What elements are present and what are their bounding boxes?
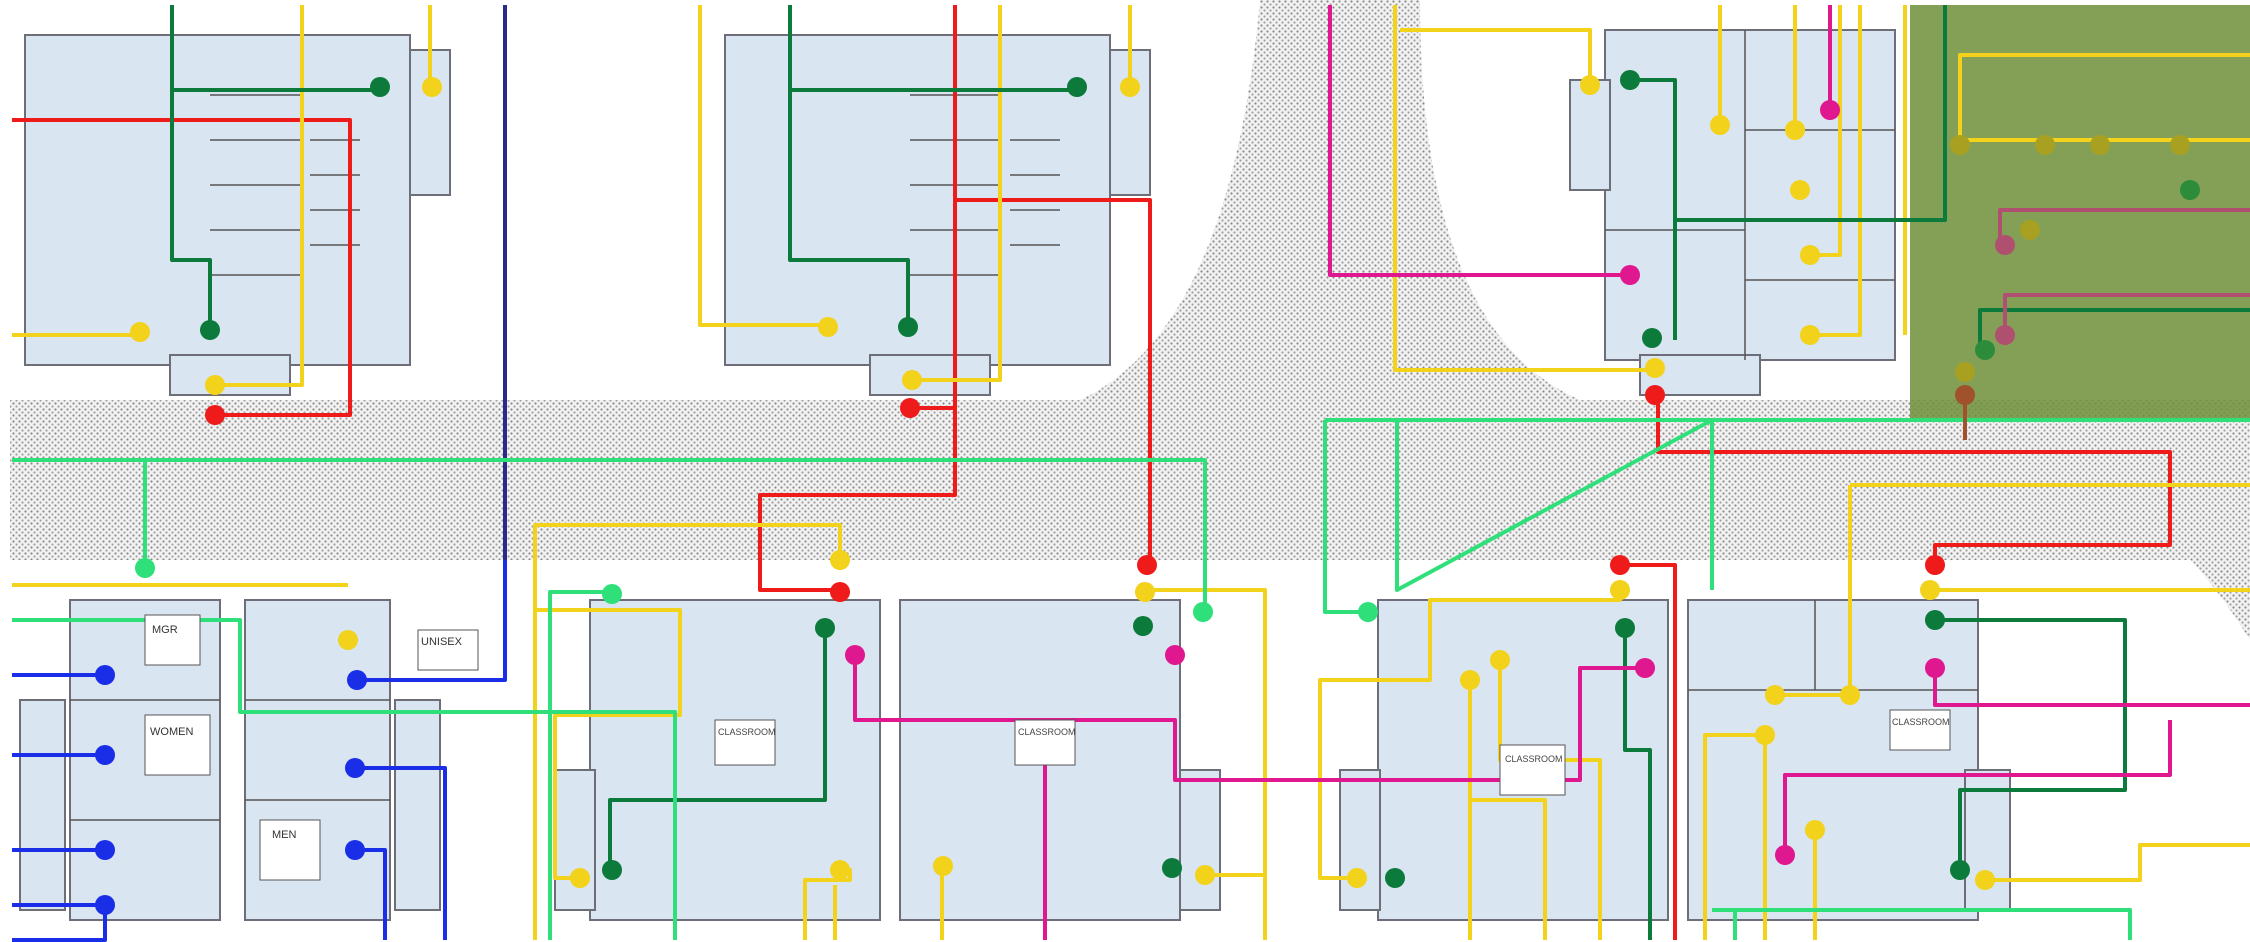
route-nodes xyxy=(95,70,2200,915)
route-yellow-1 xyxy=(215,5,304,387)
route-dark-green-1 xyxy=(170,5,375,330)
route-yellow-23 xyxy=(1775,693,1850,940)
route-magenta-6 xyxy=(1783,720,2172,855)
route-red-2 xyxy=(758,5,957,592)
room-label-women: WOMEN xyxy=(150,726,193,738)
route-yellow-5 xyxy=(698,5,828,327)
route-red-1 xyxy=(12,118,352,417)
route-yellow-24 xyxy=(1985,843,2250,882)
route-light-green-3 xyxy=(548,590,612,940)
route-magenta-3 xyxy=(853,655,1645,782)
route-yellow-7 xyxy=(1393,5,1660,372)
room-label-men: MEN xyxy=(272,829,297,841)
room-label-lab-a: CLASSROOM xyxy=(718,727,776,737)
route-purple-1 xyxy=(1998,208,2250,335)
route-red-6 xyxy=(1620,563,1677,940)
route-yellow-10 xyxy=(1810,5,1907,337)
route-yellow-12 xyxy=(12,523,842,940)
route-light-green-4 xyxy=(1323,418,2250,614)
route-dark-green-6 xyxy=(1935,618,2127,870)
route-light-green-1 xyxy=(12,458,1207,615)
room-label-lab-c: CLASSROOM xyxy=(1505,754,1563,764)
route-dark-green-5 xyxy=(1623,630,1652,940)
route-dark-green-4 xyxy=(608,630,827,870)
route-yellow-19 xyxy=(1468,680,1547,940)
route-red-3 xyxy=(955,198,1152,565)
route-blue-2 xyxy=(12,753,107,942)
route-magenta-1 xyxy=(1328,5,1630,277)
route-yellow-16 xyxy=(940,588,1267,940)
route-yellow-8 xyxy=(1400,28,1592,85)
route-yellow-13 xyxy=(535,608,682,880)
route-yellow-22 xyxy=(1703,733,1767,940)
highlighted-zone xyxy=(1910,5,2250,420)
route-dark-green-7 xyxy=(1978,308,2250,345)
room-labels: MGR WOMEN MEN UNISEX CLASSROOM CLASSROOM… xyxy=(144,614,1951,881)
route-red-4 xyxy=(910,406,957,490)
route-dark-green-2 xyxy=(788,5,1075,325)
route-dark-green-3 xyxy=(1630,5,1947,340)
route-red-5 xyxy=(1656,395,2172,565)
route-blue-1 xyxy=(12,560,507,682)
room-label-lab-d: CLASSROOM xyxy=(1892,717,1950,727)
room-label-unisex: UNISEX xyxy=(421,636,463,648)
room-label-mgr: MGR xyxy=(152,624,178,636)
route-yellow-4 xyxy=(912,5,1002,382)
room-label-lab-b: CLASSROOM xyxy=(1018,727,1076,737)
route-magenta-5 xyxy=(1933,668,2250,707)
route-light-green-5 xyxy=(1712,908,2132,940)
route-yellow-21 xyxy=(1848,483,2250,695)
